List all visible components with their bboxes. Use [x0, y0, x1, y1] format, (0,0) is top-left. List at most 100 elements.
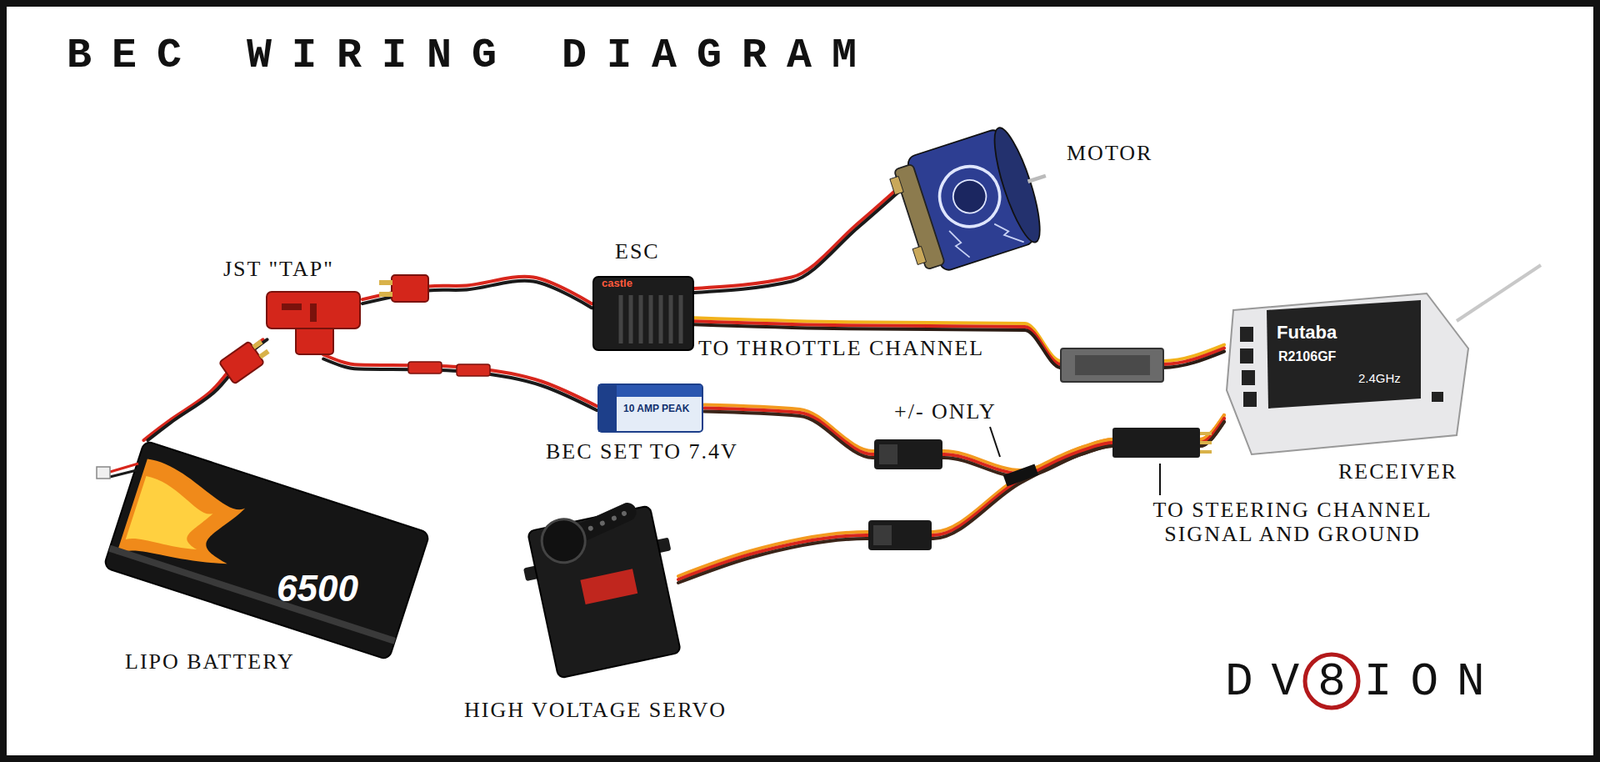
bec-illustration [598, 384, 703, 432]
receiver-component: RECEIVER [1224, 290, 1470, 455]
servo-connector [868, 520, 932, 550]
lipo-battery-illustration [103, 440, 430, 660]
y-harness-connector-part [879, 444, 898, 465]
servo-illustration-part [610, 515, 617, 521]
component-label: ESC [615, 240, 660, 265]
receiver-illustration-part [1241, 370, 1255, 385]
component-label: JST "TAP" [223, 257, 335, 282]
lipo-battery-illustration-part [108, 545, 396, 645]
servo-component: HIGH VOLTAGE SERVO [530, 485, 679, 674]
jst-tap-plug-part [310, 303, 317, 322]
component-label: RECEIVER [1338, 460, 1458, 485]
battery-t-plug-part [251, 339, 263, 350]
motor-illustration-part [890, 175, 904, 195]
leader-line [1159, 463, 1161, 495]
wire-label: TO THROTTLE CHANNEL [696, 336, 986, 361]
servo-illustration-part [599, 520, 605, 526]
balance-lead [96, 463, 139, 479]
lipo-battery-illustration-part [116, 457, 251, 588]
receiver-illustration [1226, 265, 1541, 455]
esc-illustration-part [593, 276, 694, 350]
component-label: LIPO BATTERY [125, 650, 295, 675]
battery-t-plug [219, 335, 273, 384]
bec-illustration-part [616, 385, 702, 397]
throttle-plug [1060, 348, 1164, 382]
motor-illustration-part [949, 175, 991, 218]
servo-connector-part [873, 525, 892, 545]
balance-lead-part [110, 470, 137, 477]
esc-illustration-part [659, 295, 664, 344]
rating-mark: 10 AMP PEAK [623, 403, 690, 414]
jst-tap-plug-part [281, 303, 302, 310]
motor-illustration-part [994, 216, 1024, 249]
jst-connector-part [408, 361, 442, 374]
wire [323, 355, 597, 407]
battery-t-plug-part [258, 349, 270, 360]
throttle-plug-part [1060, 348, 1164, 382]
leader-line [990, 426, 1000, 457]
balance-lead-part [96, 466, 110, 479]
motor-illustration-part [1027, 175, 1045, 182]
capacity-mark: 6500 [276, 570, 359, 607]
steering-plug [1112, 427, 1212, 458]
esc-illustration-part [649, 295, 654, 344]
component-label: HIGH VOLTAGE SERVO [464, 698, 727, 723]
servo-connector-part [868, 520, 932, 550]
diagram-title: BEC WIRING DIAGRAM [66, 35, 877, 77]
esc-illustration [593, 276, 694, 350]
component-label: MOTOR [1066, 141, 1153, 166]
jst-connector-part [456, 364, 490, 376]
motor-illustration-part [949, 227, 970, 261]
motor-illustration [885, 118, 1065, 279]
wire [147, 339, 267, 440]
battery-t-plug-part [219, 340, 265, 384]
esc-t-plug-part [379, 280, 393, 285]
motor-illustration-part [912, 245, 926, 265]
servo-illustration-part [587, 525, 594, 531]
steering-plug-part [1200, 440, 1212, 445]
servo-illustration-part [580, 568, 638, 605]
y-harness-connector [874, 439, 943, 470]
lipo-battery-illustration-part [103, 440, 430, 660]
esc-illustration-part [669, 295, 674, 344]
wire-label: TO STEERING CHANNEL SIGNAL AND GROUND [1132, 498, 1453, 546]
jst-tap-plug [266, 291, 360, 355]
wire-harness [323, 355, 597, 411]
receiver-illustration-part [1266, 300, 1421, 409]
servo-illustration-part [620, 510, 627, 516]
motor-illustration-part [985, 123, 1049, 246]
receiver-illustration-part [1226, 293, 1469, 455]
esc-illustration-part [639, 295, 644, 344]
page-frame [3, 3, 1597, 759]
lipo-battery-illustration-part [125, 475, 218, 563]
jst-tap-component: JST "TAP" [265, 287, 363, 357]
servo-illustration [515, 498, 693, 681]
receiver-illustration-part [1240, 348, 1254, 364]
steering-plug-part [1200, 450, 1212, 454]
servo-illustration-part [527, 505, 681, 678]
heat-shrink-junction [1003, 464, 1039, 487]
brand-mark: castle [601, 277, 633, 289]
esc-illustration-part [619, 295, 624, 344]
motor-illustration-part [931, 158, 1008, 235]
wire [323, 359, 597, 411]
wire-label: +/- ONLY [892, 400, 999, 425]
brand-mark: Futaba [1276, 323, 1337, 342]
steering-plug-part [1200, 431, 1212, 435]
wire-harness [694, 182, 905, 293]
esc-illustration-part [629, 295, 634, 344]
throttle-plug-part [1075, 355, 1150, 375]
esc-illustration-part [679, 295, 684, 344]
lipo-battery-component: LIPO BATTERY [103, 440, 430, 660]
jst-tap-plug-part [266, 291, 360, 329]
motor-illustration-part [894, 163, 945, 270]
receiver-illustration-part [1240, 326, 1254, 342]
esc-t-plug [379, 275, 429, 302]
wire-harness [143, 339, 267, 440]
receiver-illustration-part [1243, 391, 1257, 407]
wire [694, 182, 905, 289]
watermark: DV8ION [1225, 658, 1504, 705]
jst-connector [408, 361, 490, 376]
bec-illustration-part [598, 384, 617, 432]
steering-plug-part [1112, 427, 1200, 458]
